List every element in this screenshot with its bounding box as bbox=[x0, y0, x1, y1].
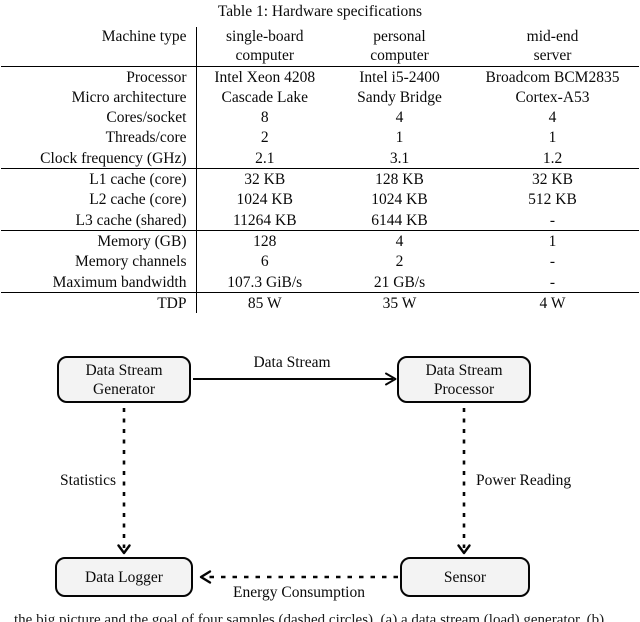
arrow-right-icon bbox=[385, 372, 397, 386]
cell-value: 3.1 bbox=[389, 149, 410, 167]
column-header: single-board computer bbox=[196, 27, 333, 67]
column-header: personal computer bbox=[333, 27, 466, 67]
cell-value: 1 bbox=[548, 232, 557, 250]
edge-label-power-reading: Power Reading bbox=[476, 472, 572, 489]
cell-value: 6 bbox=[260, 253, 269, 271]
cell-value: 21 GB/s bbox=[373, 273, 426, 291]
table-row: Cores/socket 8 4 4 bbox=[1, 107, 639, 128]
cell-value: - bbox=[549, 273, 556, 291]
row-label: Micro architecture bbox=[1, 86, 197, 108]
column-header-line: computer bbox=[370, 47, 429, 65]
cell-value: 1 bbox=[395, 129, 404, 147]
row-label: Processor bbox=[1, 66, 197, 87]
table-row: Micro architecture Cascade Lake Sandy Brid… bbox=[1, 86, 639, 108]
table-row: Threads/core 2 1 1 bbox=[1, 127, 639, 148]
cell-value: Broadcom BCM2835 bbox=[485, 68, 620, 86]
cell-value: 1024 KB bbox=[371, 191, 428, 209]
row-label: TDP bbox=[1, 292, 197, 314]
column-header-line: single-board bbox=[226, 28, 304, 45]
arrow-left-icon bbox=[199, 570, 212, 584]
arrow-down-icon bbox=[457, 544, 471, 555]
cell-value: 2 bbox=[260, 129, 269, 147]
column-header-line: mid-end bbox=[526, 28, 579, 45]
corner-header: Machine type bbox=[1, 27, 197, 67]
table-title: Table 1: Hardware specifications bbox=[217, 3, 423, 20]
table-group: TDP 85 W 35 W 4 W bbox=[1, 292, 639, 314]
table-header-row: Machine type single-board computer perso… bbox=[1, 27, 639, 67]
cell-value: Sandy Bridge bbox=[357, 88, 442, 106]
edge-label-data-stream: Data Stream bbox=[253, 354, 331, 371]
node-label-line: Sensor bbox=[443, 568, 487, 586]
cell-value: Intel i5-2400 bbox=[359, 68, 440, 86]
row-label: Threads/core bbox=[1, 127, 197, 148]
hardware-table: Machine type single-board computer perso… bbox=[1, 27, 639, 314]
cell-value: Cortex-A53 bbox=[515, 88, 590, 106]
cell-value: 32 KB bbox=[244, 171, 286, 189]
edge-label-energy-consumption: Energy Consumption bbox=[233, 584, 365, 601]
table-row: Maximum bandwidth 107.3 GiB/s 21 GB/s - bbox=[1, 271, 639, 293]
node-label-line: Data Stream bbox=[425, 361, 503, 379]
row-label: L1 cache (core) bbox=[1, 168, 197, 190]
figure-caption-fragment: the big picture and the goal of four sam… bbox=[14, 612, 605, 622]
cell-value: 2.1 bbox=[255, 149, 275, 167]
table-row: Processor Intel Xeon 4208 Intel i5-2400 Bro… bbox=[1, 66, 639, 87]
row-label: L2 cache (core) bbox=[1, 189, 197, 210]
cell-value: 1.2 bbox=[542, 149, 563, 167]
cell-value: 32 KB bbox=[532, 171, 573, 189]
column-header-line: server bbox=[533, 47, 572, 65]
cell-value: 8 bbox=[260, 109, 269, 127]
arrow-down-icon bbox=[117, 544, 131, 555]
cell-value: 85 W bbox=[247, 294, 282, 312]
node-label-line: Data Logger bbox=[85, 568, 163, 586]
cell-value: 1 bbox=[548, 129, 557, 147]
column-header-line: computer bbox=[235, 47, 295, 65]
row-label: Memory channels bbox=[1, 251, 197, 272]
cell-value: - bbox=[549, 253, 556, 271]
cell-value: 128 bbox=[253, 232, 277, 250]
hardware-spec-section: Table 1: Hardware specifications Machine… bbox=[0, 2, 640, 314]
cell-value: Cascade Lake bbox=[221, 88, 309, 106]
cell-value: 512 KB bbox=[528, 191, 577, 209]
edge-label-statistics: Statistics bbox=[60, 472, 116, 489]
cell-value: 107.3 GiB/s bbox=[227, 273, 303, 291]
table-row: Clock frequency (GHz) 2.1 3.1 1.2 bbox=[1, 147, 639, 169]
cell-value: 11264 KB bbox=[232, 211, 297, 229]
table-row: Memory channels 6 2 - bbox=[1, 251, 639, 272]
cell-value: - bbox=[549, 211, 556, 229]
node-label-line: Generator bbox=[93, 380, 155, 398]
node-data-stream-generator: Data Stream Generator bbox=[57, 356, 191, 403]
row-label: Cores/socket bbox=[1, 107, 197, 128]
row-label: L3 cache (shared) bbox=[1, 209, 197, 231]
table-row: Memory (GB) 128 4 1 bbox=[1, 230, 639, 252]
column-header: mid-end server bbox=[466, 27, 639, 67]
column-header-line: personal bbox=[373, 28, 426, 45]
node-sensor: Sensor bbox=[400, 557, 530, 597]
cell-value: 128 KB bbox=[375, 171, 424, 189]
cell-value: 4 W bbox=[539, 294, 566, 312]
cell-value: Intel Xeon 4208 bbox=[214, 68, 316, 86]
table-group: Processor Intel Xeon 4208 Intel i5-2400 Bro… bbox=[1, 66, 639, 169]
table-row: L1 cache (core) 32 KB 128 KB 32 KB bbox=[1, 168, 639, 190]
node-label-line: Processor bbox=[433, 380, 495, 398]
cell-value: 4 bbox=[395, 232, 404, 250]
row-label: Clock frequency (GHz) bbox=[1, 147, 197, 169]
table-row: TDP 85 W 35 W 4 W bbox=[1, 292, 639, 314]
cell-value: 1024 KB bbox=[236, 191, 293, 209]
node-data-stream-processor: Data Stream Processor bbox=[397, 356, 531, 403]
cell-value: 4 bbox=[548, 109, 557, 127]
cell-value: 2 bbox=[395, 253, 404, 271]
cell-value: 4 bbox=[395, 109, 404, 127]
table-row: L3 cache (shared) 11264 KB 6144 KB - bbox=[1, 209, 639, 231]
row-label: Memory (GB) bbox=[1, 230, 197, 252]
cell-value: 35 W bbox=[382, 294, 417, 312]
table-row: L2 cache (core) 1024 KB 1024 KB 512 KB bbox=[1, 189, 639, 210]
row-label: Maximum bandwidth bbox=[1, 271, 197, 293]
cell-value: 6144 KB bbox=[371, 211, 428, 229]
node-data-logger: Data Logger bbox=[55, 557, 193, 597]
node-label-line: Data Stream bbox=[85, 361, 163, 379]
